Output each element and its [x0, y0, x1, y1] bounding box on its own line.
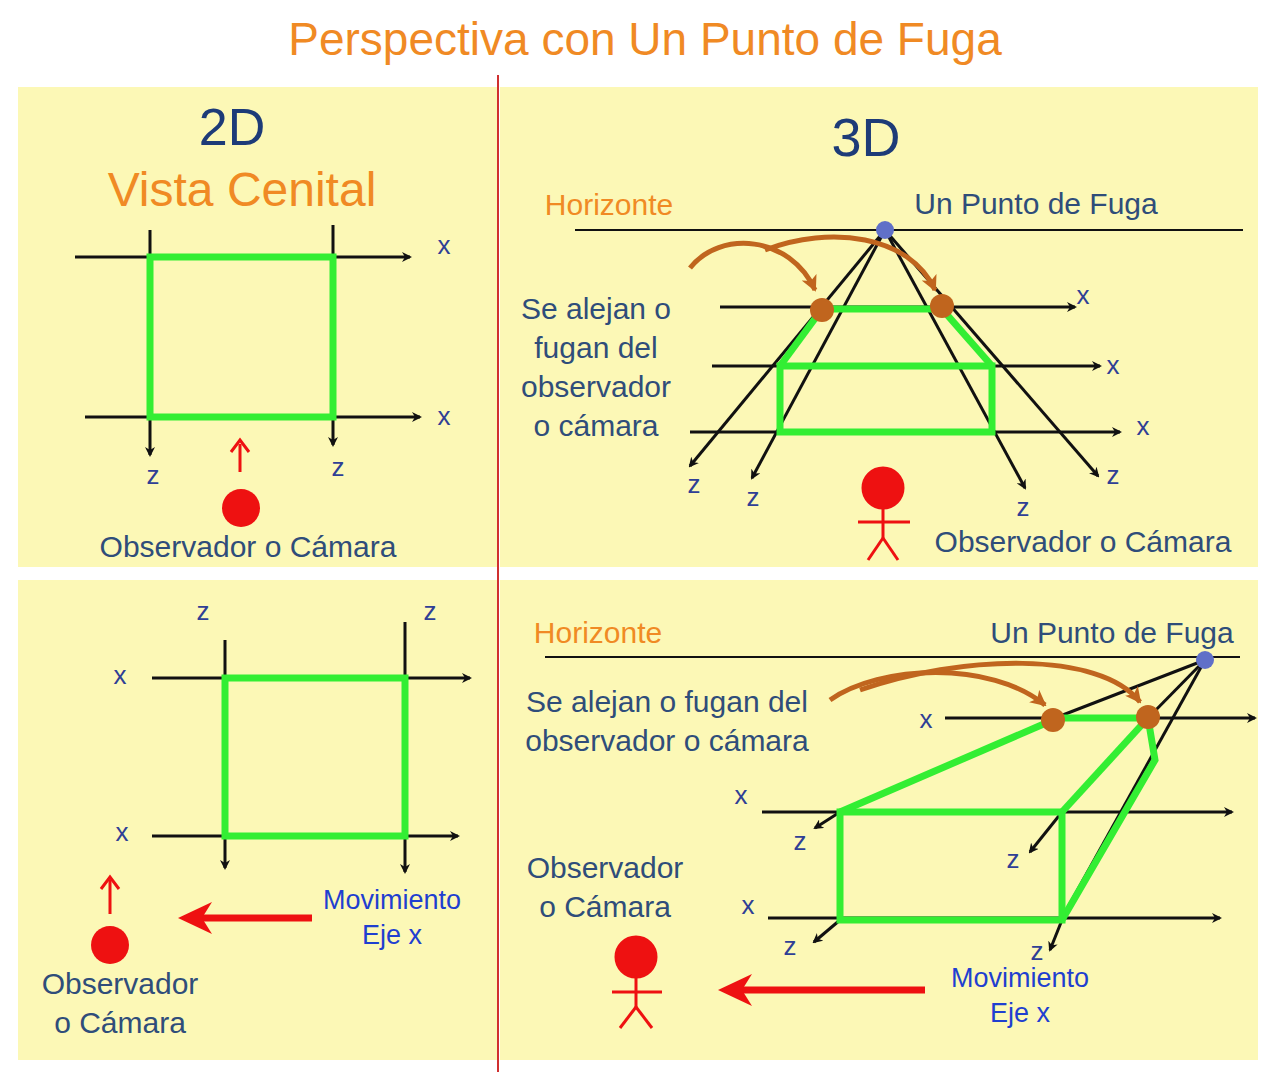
- panel-subtitle: Vista Cenital: [108, 159, 377, 221]
- divider: [497, 75, 499, 1072]
- axis-label: z: [147, 459, 160, 493]
- panel: [18, 87, 497, 567]
- axis-label: x: [1137, 410, 1150, 444]
- axis-label: z: [688, 468, 701, 502]
- observer-label: Observador o Cámara: [935, 522, 1232, 561]
- note: Se alejan o fugan del observador o cámar…: [511, 289, 681, 445]
- panel: [500, 580, 1258, 1060]
- axis-label: x: [438, 400, 451, 434]
- stick-figure: [612, 937, 662, 1028]
- movement-arrow: [718, 974, 925, 1006]
- vanishing-point: [1196, 651, 1214, 669]
- movement-label: Movimiento Eje x: [312, 883, 472, 953]
- panel: [18, 580, 497, 1060]
- vanishing-dot: [1041, 708, 1065, 732]
- vanishing-dot: [810, 298, 834, 322]
- observer-dot: [91, 877, 129, 964]
- axis-label: x: [114, 659, 127, 693]
- observer-label: Observador o Cámara: [100, 527, 397, 566]
- axis-label: z: [1007, 843, 1020, 877]
- observer-label: Observador o Cámara: [520, 848, 690, 926]
- horizon-label: Horizonte: [534, 613, 662, 652]
- vanishing-dot: [930, 294, 954, 318]
- movement-label: Movimiento Eje x: [940, 961, 1100, 1031]
- axis-label: x: [438, 229, 451, 263]
- movement-arrow: [178, 902, 312, 934]
- axis-label: z: [1107, 459, 1120, 493]
- observer-label: Observador o Cámara: [35, 964, 205, 1042]
- vanishing-point: [876, 221, 894, 239]
- horizon-label: Horizonte: [545, 185, 673, 224]
- perspective-3d: [575, 230, 1243, 488]
- title: Perspectiva con Un Punto de Fuga: [288, 10, 1001, 70]
- vanishing-point-label: Un Punto de Fuga: [990, 613, 1234, 652]
- panel-heading: 2D: [199, 94, 265, 162]
- note: Se alejan o fugan del observador o cámar…: [507, 682, 827, 760]
- axis-label: x: [1077, 279, 1090, 313]
- axis-label: x: [735, 779, 748, 813]
- axis-label: z: [197, 595, 210, 629]
- panel-heading: 3D: [831, 102, 900, 172]
- axis-label: z: [747, 481, 760, 515]
- axis-label: x: [1107, 349, 1120, 383]
- axis-label: z: [1017, 491, 1030, 525]
- vanishing-dot: [1136, 705, 1160, 729]
- axis-label: x: [742, 889, 755, 923]
- observer-dot: [222, 440, 260, 527]
- axis-label: z: [424, 595, 437, 629]
- axis-label: z: [794, 825, 807, 859]
- stick-figure: [858, 468, 910, 560]
- axis-label: x: [920, 703, 933, 737]
- panel: [500, 87, 1258, 567]
- top-view-2d: [75, 225, 420, 455]
- axis-label: z: [332, 451, 345, 485]
- axis-label: x: [116, 816, 129, 850]
- axis-label: z: [784, 930, 797, 964]
- top-view-2d: [152, 622, 470, 872]
- vanishing-point-label: Un Punto de Fuga: [914, 184, 1158, 223]
